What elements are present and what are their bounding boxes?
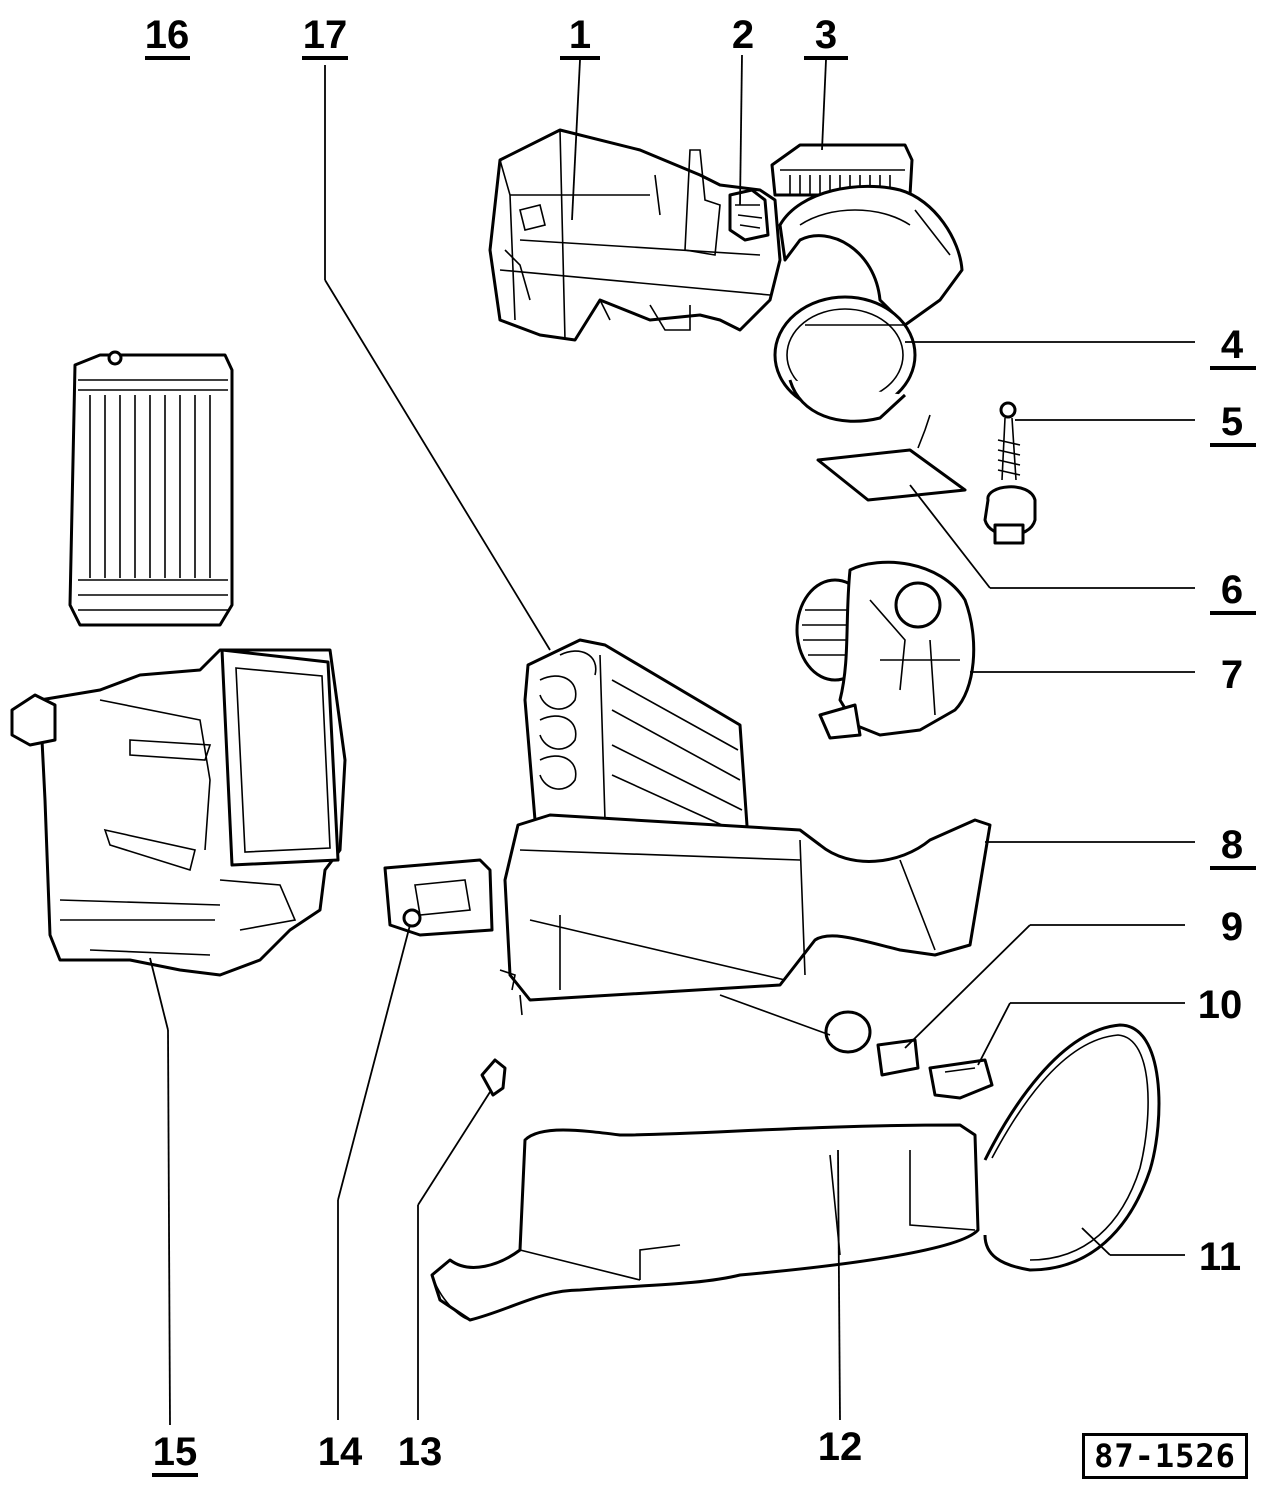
part-10-connector [928, 1058, 994, 1100]
leader-lines [149, 54, 1195, 1426]
callout-5: 5 [1221, 400, 1243, 444]
callout-6: 6 [1221, 568, 1243, 612]
callout-8: 8 [1221, 823, 1243, 867]
part-2-flap [728, 188, 770, 242]
callout-4: 4 [1221, 323, 1244, 367]
part-3-blower-housing [770, 143, 964, 327]
callout-labels: 16 17 1 2 3 4 5 6 7 8 9 10 11 12 13 14 1… [145, 13, 1256, 1477]
part-11-seal-strip [983, 1023, 1161, 1272]
part-13-clip [480, 1058, 507, 1097]
callout-16: 16 [145, 13, 190, 57]
part-16-heater-core [68, 350, 234, 627]
part-9-thermostat-switch [719, 994, 920, 1077]
part-5-vacuum-actuator [983, 401, 1037, 545]
callout-10: 10 [1198, 983, 1243, 1027]
callout-3: 3 [815, 13, 837, 57]
part-7-blower-motor [795, 560, 976, 740]
callout-14: 14 [318, 1430, 363, 1474]
callout-11: 11 [1199, 1235, 1241, 1279]
callout-15: 15 [153, 1430, 198, 1474]
part-4-blower-ring [773, 295, 917, 423]
reference-number-box: 87-1526 [1082, 1433, 1248, 1479]
callout-1: 1 [569, 13, 591, 57]
callout-2: 2 [732, 13, 754, 57]
callout-12: 12 [818, 1425, 863, 1469]
part-12-air-duct [430, 1123, 980, 1322]
callout-7: 7 [1221, 653, 1243, 697]
callout-17: 17 [303, 13, 348, 57]
part-15-heater-box [10, 648, 347, 977]
part-8-evaporator-housing [499, 813, 992, 1016]
callout-9: 9 [1221, 905, 1243, 949]
callout-13: 13 [398, 1430, 443, 1474]
part-1-air-distribution-housing [488, 128, 782, 342]
part-6-filter [816, 414, 967, 502]
part-17-evaporator [523, 638, 750, 842]
part-14-cover-plate [383, 858, 494, 937]
